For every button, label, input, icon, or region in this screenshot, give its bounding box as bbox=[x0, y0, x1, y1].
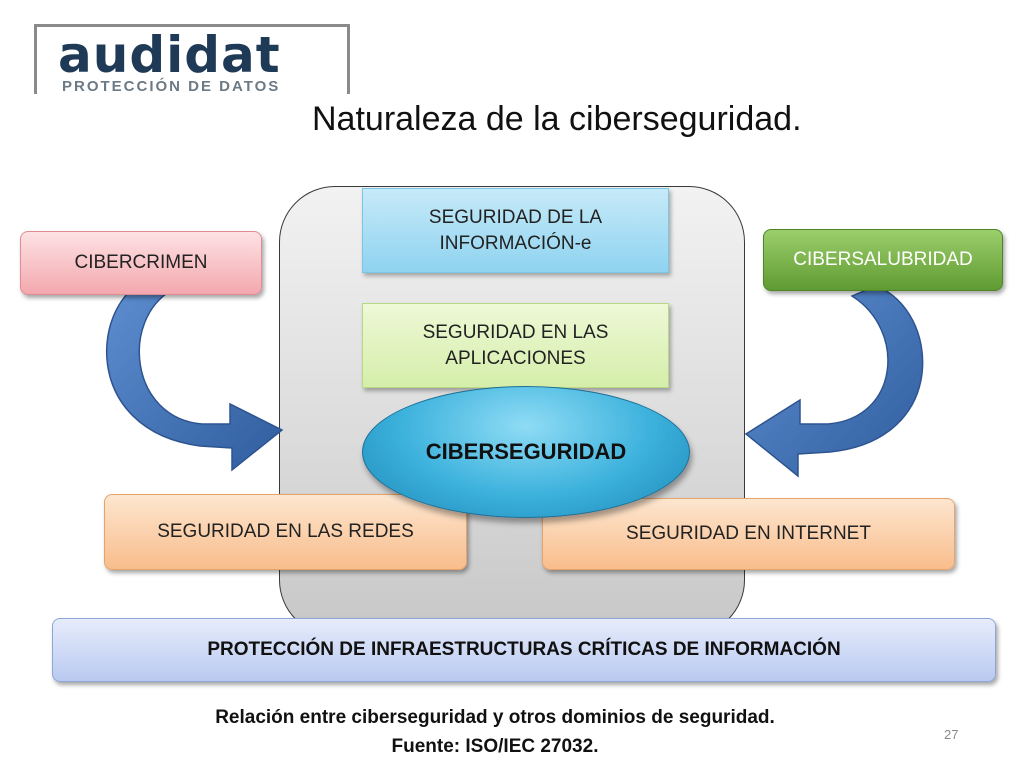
page-number: 27 bbox=[944, 727, 959, 742]
logo-wordmark: audidat bbox=[58, 26, 281, 84]
caption-line-2: Fuente: ISO/IEC 27032. bbox=[391, 736, 599, 758]
right-curved-arrow-icon bbox=[744, 285, 924, 478]
internet-security-box: SEGURIDAD EN INTERNET bbox=[542, 498, 955, 570]
logo-subtitle: PROTECCIÓN DE DATOS bbox=[62, 78, 281, 95]
caption: Relación entre ciberseguridad y otros do… bbox=[0, 703, 990, 762]
caption-line-1: Relación entre ciberseguridad y otros do… bbox=[215, 707, 775, 728]
cybercrime-box: CIBERCRIMEN bbox=[20, 231, 262, 295]
page-title: Naturaleza de la ciberseguridad. bbox=[312, 100, 802, 138]
cybersecurity-ellipse: CIBERSEGURIDAD bbox=[362, 386, 690, 518]
app-security-box: SEGURIDAD EN LAS APLICACIONES bbox=[362, 303, 669, 388]
network-security-box: SEGURIDAD EN LAS REDES bbox=[104, 494, 467, 570]
critical-infrastructure-box: PROTECCIÓN DE INFRAESTRUCTURAS CRÍTICAS … bbox=[52, 618, 996, 682]
cyberhealth-box: CIBERSALUBRIDAD bbox=[763, 229, 1003, 291]
left-curved-arrow-icon bbox=[105, 277, 284, 472]
info-security-box: SEGURIDAD DE LA INFORMACIÓN-e bbox=[362, 188, 669, 273]
logo-frame bbox=[34, 24, 350, 94]
